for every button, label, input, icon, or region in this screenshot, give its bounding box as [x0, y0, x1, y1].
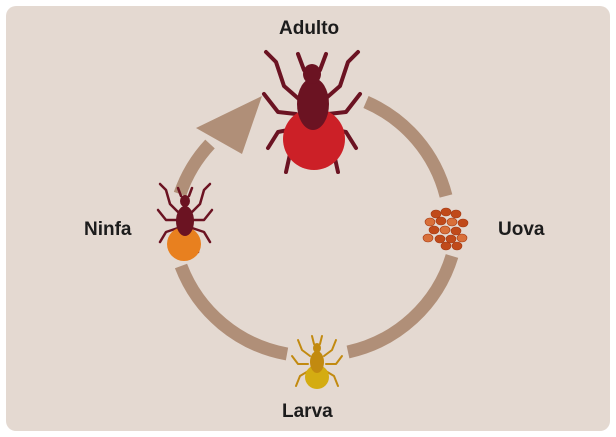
cycle-arc-larva-to-nymph [181, 266, 287, 354]
stage-label-larva: Larva [282, 401, 333, 423]
stage-label-nymph: Ninfa [84, 219, 132, 241]
cycle-arc-adult-to-eggs [366, 102, 446, 196]
larva-tick-icon [292, 336, 342, 389]
cycle-arc-nymph-to-adult [180, 144, 210, 194]
cycle-arc-eggs-to-larva [348, 256, 452, 352]
stage-label-eggs: Uova [498, 219, 544, 241]
eggs-cluster-icon [423, 208, 468, 250]
adult-tick-icon [264, 52, 360, 172]
stage-label-adult: Adulto [279, 18, 339, 40]
nymph-tick-icon [158, 184, 212, 261]
